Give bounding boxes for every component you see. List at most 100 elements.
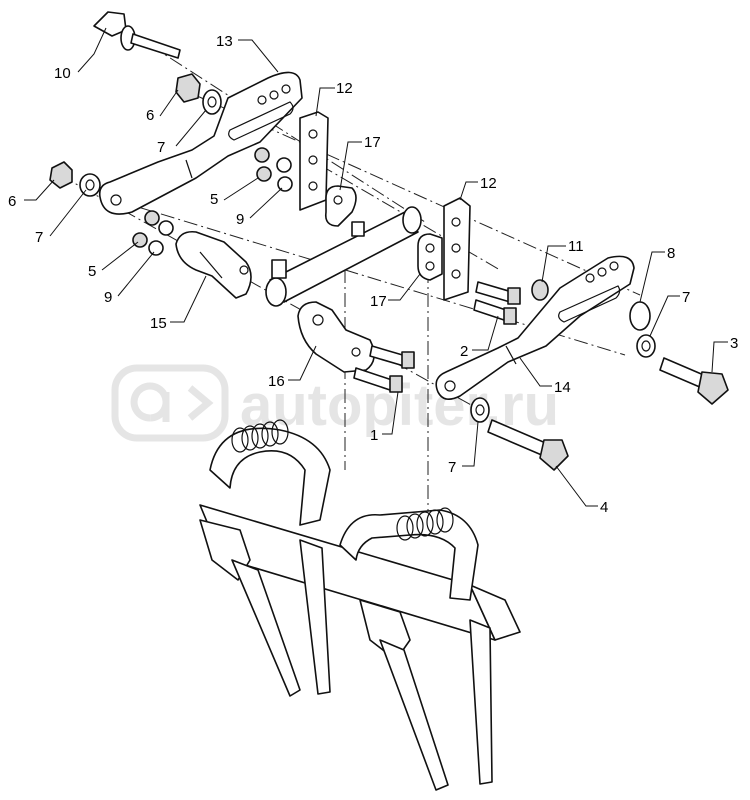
pin-handle — [93, 11, 127, 37]
washer-7-bottom-hole — [475, 404, 485, 416]
leader-11 — [541, 245, 566, 283]
washer-7-lower — [79, 173, 101, 197]
washer-9-c — [158, 220, 174, 236]
fasteners-left — [49, 73, 293, 256]
leader-1 — [382, 391, 399, 435]
bracket-12-upper-hole-3 — [308, 181, 318, 191]
plate-17-upper-hole — [333, 195, 343, 205]
arm-14-slot — [558, 285, 621, 323]
callout-6-lower: 6 — [8, 193, 16, 210]
bracket-15-hole — [239, 265, 249, 275]
leader-7c — [649, 295, 680, 337]
leader-12a — [315, 87, 335, 117]
leader-7a — [175, 109, 207, 147]
plate-17-right-hole-1 — [425, 243, 435, 253]
bolt-1-b-head — [389, 375, 403, 393]
leader-7d — [462, 421, 479, 467]
leader-17b — [388, 273, 421, 301]
lower-bar-end — [469, 584, 521, 641]
bracket-12-right-hole-2 — [451, 243, 461, 253]
bolt-4-head — [539, 439, 569, 471]
leader-10 — [77, 27, 107, 73]
arm-14-body — [435, 255, 635, 400]
leader-5a — [223, 177, 259, 201]
callout-8: 8 — [667, 245, 675, 262]
arm-13 — [98, 71, 303, 215]
leader-15 — [170, 275, 207, 323]
bolt-4-assembly — [470, 397, 569, 471]
watermark-logo-icon — [111, 364, 229, 442]
bracket-16-hole-1 — [312, 314, 324, 326]
bracket-12-right-body — [443, 197, 471, 301]
washer-7-lower-hole — [85, 179, 95, 191]
leader-13 — [238, 39, 279, 73]
plate-17-right — [417, 233, 443, 281]
pin-10 — [93, 11, 181, 59]
arm-13-crease — [185, 159, 193, 179]
callout-2: 2 — [460, 343, 468, 360]
callout-7-lower: 7 — [35, 229, 43, 246]
callout-7-right: 7 — [682, 289, 690, 306]
bracket-12-right — [443, 197, 471, 301]
callout-9-lower: 9 — [104, 289, 112, 306]
plate-17-upper-body — [324, 185, 357, 227]
tine-right-1 — [379, 639, 449, 791]
callout-5-upper: 5 — [210, 191, 218, 208]
frame-left — [209, 427, 331, 526]
arm-14 — [435, 255, 635, 400]
washer-7-upper-hole — [207, 96, 217, 108]
bolt-1-a-head — [401, 351, 415, 369]
plate-17-right-body — [417, 233, 443, 281]
callout-4: 4 — [600, 499, 608, 516]
callout-12-right: 12 — [480, 175, 497, 192]
washer-7-upper — [202, 89, 222, 115]
plate-17-upper — [324, 185, 357, 227]
bolt-3-head — [697, 371, 729, 405]
nut-5-a — [254, 147, 270, 163]
bolt-2-b-shank — [473, 299, 507, 321]
bracket-16 — [297, 301, 375, 373]
leader-12b — [459, 181, 478, 201]
callout-6-upper: 6 — [146, 107, 154, 124]
leader-9b — [117, 251, 155, 297]
arm-14-slot-2 — [597, 267, 607, 277]
axis-pin — [149, 44, 426, 223]
tube-body — [269, 211, 419, 303]
callout-7-bottom: 7 — [448, 459, 456, 476]
circlip-8 — [629, 301, 651, 331]
callout-9-upper: 9 — [236, 211, 244, 228]
nut-5-d — [132, 232, 148, 248]
bracket-12-upper — [299, 111, 329, 211]
pin-shaft — [130, 33, 181, 59]
callout-12-upper: 12 — [336, 80, 353, 97]
leader-7b — [49, 189, 87, 237]
leader-lines — [24, 27, 728, 507]
bolt-1-a-shank — [369, 345, 407, 367]
bolt-2-a-head — [507, 287, 521, 305]
tube-grease-nipple — [271, 259, 287, 279]
nut-5-b — [256, 166, 272, 182]
watermark-logo-glyph — [130, 382, 214, 422]
callout-17-right: 17 — [370, 293, 387, 310]
callout-13: 13 — [216, 33, 233, 50]
leader-6a — [159, 89, 179, 117]
spring-left — [231, 419, 289, 453]
callout-15: 15 — [150, 315, 167, 332]
arm-13-body — [98, 71, 303, 215]
leader-6b — [24, 179, 55, 201]
washer-7-right-hole — [641, 340, 651, 352]
washer-9-d — [148, 240, 164, 256]
leader-9a — [249, 187, 283, 219]
bracket-12-right-hole-3 — [451, 269, 461, 279]
callout-5-lower: 5 — [88, 263, 96, 280]
leader-2 — [472, 315, 499, 351]
callout-11: 11 — [568, 238, 584, 255]
bracket-15-body — [175, 230, 252, 299]
arm-13-slot-3 — [281, 84, 291, 94]
bracket-16-hole-2 — [351, 347, 361, 357]
leader-8 — [639, 251, 665, 303]
bolts-1 — [353, 345, 415, 393]
washer-9-a — [276, 157, 292, 173]
nut-6-upper — [175, 73, 201, 103]
